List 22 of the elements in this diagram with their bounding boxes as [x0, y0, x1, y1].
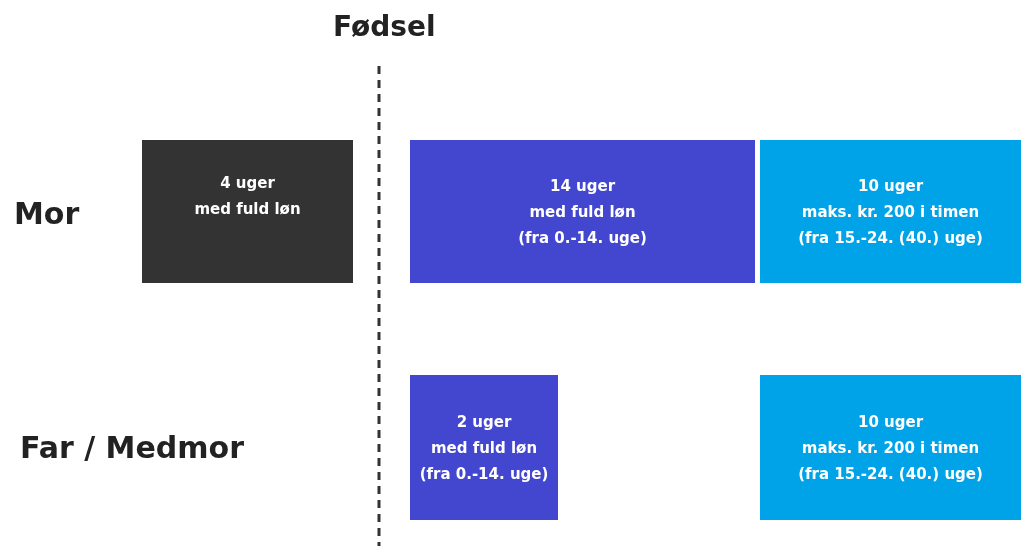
bar-text: (fra 15.-24. (40.) uge) — [798, 463, 983, 485]
bar-text: 4 uger — [220, 173, 275, 194]
leave-period-bar — [760, 375, 1021, 520]
bar-text: 10 uger — [857, 411, 924, 433]
bar-text: (fra 0.-14. uge) — [518, 227, 647, 249]
leave-period-bar — [410, 140, 755, 283]
row-label: Mor — [14, 196, 80, 231]
bar-text: (fra 15.-24. (40.) uge) — [798, 227, 983, 249]
bar-text: (fra 0.-14. uge) — [419, 463, 549, 485]
row-label: Far / Medmor — [20, 430, 244, 465]
bar-text: maks. kr. 200 i timen — [801, 201, 980, 223]
bar-text: 2 uger — [456, 411, 512, 433]
leave-period-bar — [760, 140, 1021, 283]
bar-text: med fuld løn — [194, 199, 301, 220]
bar-text: med fuld løn — [430, 437, 538, 459]
bar-text: 14 uger — [549, 175, 616, 197]
bar-text: med fuld løn — [529, 201, 636, 223]
leave-period-bar — [142, 140, 353, 283]
leave-period-bar — [410, 375, 558, 520]
bar-text: maks. kr. 200 i timen — [801, 437, 980, 459]
timeline-heading: Fødsel — [333, 10, 436, 43]
bar-text: 10 uger — [857, 175, 924, 197]
